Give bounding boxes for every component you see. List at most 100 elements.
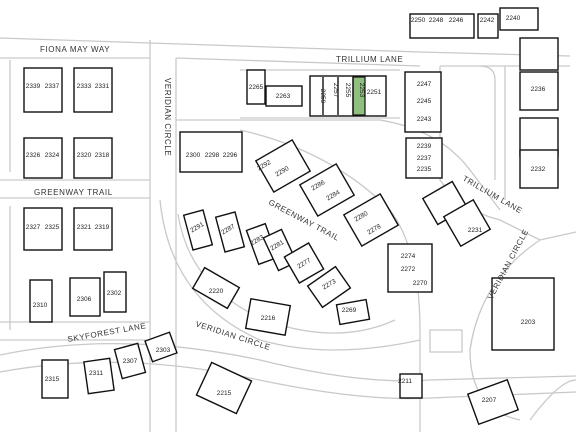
lot-label-2298[interactable]: 2298 bbox=[205, 152, 220, 159]
lot-label-2207[interactable]: 2207 bbox=[482, 397, 497, 404]
building-footprint bbox=[499, 7, 539, 31]
building-footprint bbox=[405, 137, 443, 179]
lot-label-2248[interactable]: 2248 bbox=[429, 17, 444, 24]
building-footprint bbox=[195, 361, 253, 415]
lot-label-2269[interactable]: 2269 bbox=[342, 307, 357, 314]
building-footprint bbox=[103, 271, 127, 313]
lot-label-2251[interactable]: 2251 bbox=[367, 89, 382, 96]
building-footprint bbox=[298, 162, 356, 218]
lot-label-2321[interactable]: 2321 bbox=[77, 224, 92, 231]
building-footprint bbox=[23, 207, 63, 251]
lot-label-2253[interactable]: 2253 bbox=[358, 83, 365, 98]
building-footprint bbox=[387, 243, 433, 293]
building-footprint bbox=[399, 373, 423, 399]
building-footprint bbox=[23, 137, 63, 179]
building-footprint bbox=[23, 67, 63, 113]
building-footprint bbox=[191, 266, 241, 310]
lot-label-2327[interactable]: 2327 bbox=[26, 224, 41, 231]
lot-label-2232[interactable]: 2232 bbox=[531, 166, 546, 173]
building-footprint bbox=[254, 138, 312, 194]
lot-label-2263[interactable]: 2263 bbox=[276, 93, 291, 100]
lot-label-2203[interactable]: 2203 bbox=[521, 319, 536, 326]
building-footprint bbox=[41, 359, 69, 399]
building-footprint bbox=[409, 13, 475, 39]
lot-label-2270[interactable]: 2270 bbox=[413, 280, 428, 287]
building-footprint bbox=[283, 242, 325, 284]
lot-label-2231[interactable]: 2231 bbox=[468, 227, 483, 234]
lot-label-2250[interactable]: 2250 bbox=[411, 17, 426, 24]
lot-label-2240[interactable]: 2240 bbox=[506, 15, 521, 22]
lot-label-2247[interactable]: 2247 bbox=[417, 81, 432, 88]
lot-label-2296[interactable]: 2296 bbox=[223, 152, 238, 159]
lot-label-2245[interactable]: 2245 bbox=[417, 98, 432, 105]
lot-label-2211[interactable]: 2211 bbox=[398, 378, 412, 385]
lot-label-2307[interactable]: 2307 bbox=[123, 358, 138, 365]
building-footprint bbox=[519, 149, 559, 189]
lot-label-2272[interactable]: 2272 bbox=[401, 266, 416, 273]
building-footprint bbox=[144, 331, 178, 363]
building-footprint bbox=[179, 131, 243, 173]
lot-label-2315[interactable]: 2315 bbox=[45, 376, 60, 383]
building-footprint bbox=[342, 192, 400, 248]
lot-label-2318[interactable]: 2318 bbox=[95, 152, 110, 159]
building-footprint bbox=[113, 342, 147, 380]
lot-label-2302[interactable]: 2302 bbox=[107, 290, 122, 297]
lot-label-2339[interactable]: 2339 bbox=[26, 83, 41, 90]
building-footprints bbox=[23, 7, 559, 426]
building-footprint bbox=[69, 277, 101, 317]
lot-label-2259[interactable]: 2259 bbox=[319, 89, 326, 104]
building-footprint bbox=[442, 198, 492, 248]
lot-label-2215[interactable]: 2215 bbox=[217, 390, 232, 397]
lot-label-2303[interactable]: 2303 bbox=[156, 347, 171, 354]
lot-label-2310[interactable]: 2310 bbox=[33, 302, 48, 309]
lot-label-2306[interactable]: 2306 bbox=[77, 296, 92, 303]
building-footprint bbox=[244, 297, 292, 337]
lot-label-2220[interactable]: 2220 bbox=[209, 288, 224, 295]
building-footprint bbox=[519, 71, 559, 111]
lot-label-2324[interactable]: 2324 bbox=[45, 152, 60, 159]
lot-label-2319[interactable]: 2319 bbox=[95, 224, 110, 231]
street-label-trillium-top: TRILLIUM LANE bbox=[336, 55, 403, 64]
building-footprint bbox=[519, 37, 559, 71]
lot-label-2320[interactable]: 2320 bbox=[77, 152, 92, 159]
building-footprint bbox=[491, 277, 555, 351]
building-footprint bbox=[182, 209, 214, 251]
lot-label-2235[interactable]: 2235 bbox=[417, 166, 432, 173]
building-footprint bbox=[477, 13, 499, 39]
building-footprint bbox=[73, 137, 113, 179]
lot-label-2300[interactable]: 2300 bbox=[186, 152, 201, 159]
lot-label-2326[interactable]: 2326 bbox=[26, 152, 41, 159]
lot-label-2236[interactable]: 2236 bbox=[531, 86, 546, 93]
lot-label-2333[interactable]: 2333 bbox=[77, 83, 92, 90]
building-footprint bbox=[83, 357, 115, 395]
building-footprint bbox=[404, 71, 442, 133]
lot-label-2239[interactable]: 2239 bbox=[417, 143, 432, 150]
lot-label-2246[interactable]: 2246 bbox=[449, 17, 464, 24]
lot-label-2242[interactable]: 2242 bbox=[480, 17, 495, 24]
building-footprint bbox=[29, 279, 53, 323]
lot-label-2255[interactable]: 2255 bbox=[344, 83, 351, 98]
building-footprint bbox=[265, 85, 303, 107]
building-footprint bbox=[466, 378, 520, 426]
lot-label-2311[interactable]: 2311 bbox=[89, 370, 103, 377]
street-label-veridian-left: VERIDIAN CIRCLE bbox=[163, 78, 172, 156]
building-footprint bbox=[246, 69, 266, 105]
lot-label-2265[interactable]: 2265 bbox=[249, 84, 264, 91]
lot-label-2337[interactable]: 2337 bbox=[45, 83, 60, 90]
lot-label-2237[interactable]: 2237 bbox=[417, 155, 432, 162]
building-footprint bbox=[335, 298, 371, 326]
lot-label-2257[interactable]: 2257 bbox=[332, 83, 339, 98]
lot-label-2274[interactable]: 2274 bbox=[401, 253, 416, 260]
building-footprint bbox=[73, 67, 113, 113]
lot-label-2243[interactable]: 2243 bbox=[417, 116, 432, 123]
street-label-fiona: FIONA MAY WAY bbox=[40, 45, 110, 54]
building-footprint bbox=[306, 265, 352, 309]
lot-label-2331[interactable]: 2331 bbox=[95, 83, 110, 90]
lot-label-2325[interactable]: 2325 bbox=[45, 224, 60, 231]
building-footprint bbox=[214, 211, 246, 253]
building-footprint bbox=[73, 207, 113, 251]
lot-label-2216[interactable]: 2216 bbox=[261, 315, 276, 322]
street-label-greenway-left: GREENWAY TRAIL bbox=[34, 188, 113, 197]
